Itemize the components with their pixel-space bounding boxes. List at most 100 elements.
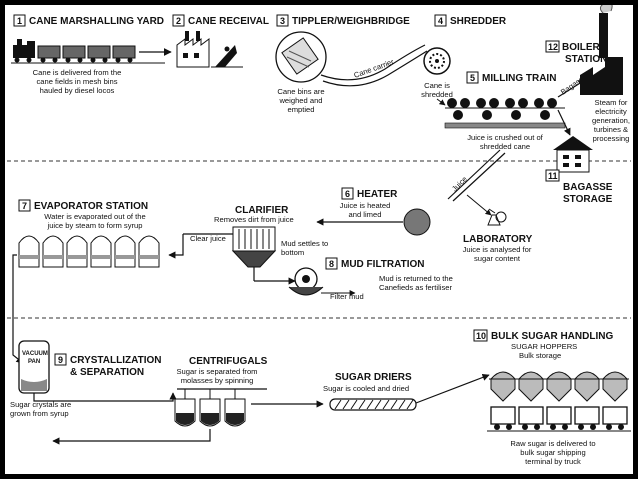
step-desc-line: Juice is heated	[340, 201, 391, 210]
step-shredder: 4 SHREDDER Cane is shredded	[421, 14, 507, 106]
cane-carrier-label: Cane carrier	[353, 57, 396, 80]
drier-drum-icon	[329, 398, 417, 411]
step-cane-receival: 2 CANE RECEIVAL	[172, 14, 269, 68]
cane-carrier-conveyor: Cane carrier	[320, 44, 428, 87]
step-desc-line: cane fields in mesh bins	[36, 77, 117, 86]
vacuum-pan-label: PAN	[28, 359, 40, 365]
step-number: 2	[176, 16, 181, 26]
step-desc-line: grown from syrup	[10, 409, 69, 418]
process-diagram: 1 CANE MARSHALLING YARD Cane is delivere…	[7, 5, 631, 466]
laboratory: LABORATORY Juice is analysed for sugar c…	[463, 208, 533, 263]
filter-drum-icon	[288, 267, 324, 296]
step-title: MILLING TRAIN	[482, 73, 556, 84]
juice-pipe: Juice	[447, 149, 506, 216]
molasses-arrow	[52, 429, 211, 445]
evaporator-vessels-icon	[18, 235, 160, 268]
trucks-icon	[487, 406, 631, 432]
step-title: MUD FILTRATION	[341, 259, 425, 270]
worker-icon	[211, 45, 243, 68]
step-desc-line: Cane bins are	[277, 87, 324, 96]
step-title: & SEPARATION	[70, 367, 144, 378]
step-desc-line: Juice is crushed out of	[467, 133, 543, 142]
shredder-drum-icon	[423, 47, 451, 75]
step-mud-filtration: 8 MUD FILTRATION Filter mud Mud is retur…	[288, 257, 453, 301]
step-title: BOILER	[562, 42, 601, 53]
dry-sugar-arrow	[415, 373, 490, 404]
mill-rollers-icon	[444, 98, 566, 129]
step-desc-line: terminal by truck	[525, 457, 581, 466]
step-milling-train: 5 MILLING TRAIN Juice is crushed out of …	[444, 71, 588, 151]
step-desc-line: shredded cane	[480, 142, 530, 151]
step-number: 11	[548, 171, 558, 181]
driers-title: SUGAR DRIERS	[335, 372, 412, 383]
step-title: SHREDDER	[450, 16, 507, 27]
step-desc-line: emptied	[287, 105, 314, 114]
vacuum-pan-icon	[18, 340, 50, 394]
centrifugals-desc-line: molasses by spinning	[181, 376, 254, 385]
step-evaporator-station: 7 EVAPORATOR STATION Water is evaporated…	[18, 199, 160, 268]
centrifugals: CENTRIFUGALS Sugar is separated from mol…	[52, 356, 268, 445]
step-desc-line: juice by steam to form syrup	[47, 221, 143, 230]
step-title: STORAGE	[563, 194, 613, 205]
step-title: CANE MARSHALLING YARD	[29, 16, 164, 27]
step-desc-line: Cane is	[424, 81, 450, 90]
step-title: EVAPORATOR STATION	[34, 201, 148, 212]
step-crystallization: VACUUM PAN 9 CRYSTALLIZATION & SEPARATIO…	[10, 340, 177, 418]
step-number: 9	[58, 355, 63, 365]
heater-vessel-icon	[403, 208, 431, 236]
lab-desc-line: sugar content	[474, 254, 521, 263]
step-number: 8	[329, 259, 334, 269]
clarifier-title: CLARIFIER	[235, 205, 289, 216]
bagasse-storage-arrow	[557, 109, 571, 136]
bulk-storage-label: Bulk storage	[519, 351, 561, 360]
step-desc-line: shredded	[421, 90, 453, 99]
step-desc-line: and limed	[349, 210, 382, 219]
lab-desc-line: Juice is analysed for	[463, 245, 532, 254]
storage-shed-icon	[553, 136, 593, 173]
step-number: 10	[476, 331, 486, 341]
step-desc-line: electricity	[595, 107, 627, 116]
sugar-driers: SUGAR DRIERS Sugar is cooled and dried	[323, 372, 490, 411]
mud-settles-line: bottom	[281, 248, 304, 257]
step-title: TIPPLER/WEIGHBRIDGE	[292, 16, 410, 27]
step-number: 4	[438, 16, 443, 26]
juice-label: Juice	[450, 175, 469, 194]
hoppers-label: SUGAR HOPPERS	[511, 342, 577, 351]
step-desc-line: hauled by diesel locos	[40, 86, 115, 95]
step-desc-line: Steam for	[595, 98, 628, 107]
step-title: BAGASSE	[563, 182, 613, 193]
step-desc-line: Raw sugar is delivered to	[510, 439, 595, 448]
filter-mud-label: Filter mud	[330, 292, 364, 301]
centrifugals-title: CENTRIFUGALS	[189, 356, 268, 367]
step-bulk-sugar-handling: 10 BULK SUGAR HANDLING SUGAR HOPPERS Bul…	[473, 329, 631, 466]
locomotive-icon	[13, 39, 35, 63]
step-number: 6	[345, 189, 350, 199]
diagram-page: 1 CANE MARSHALLING YARD Cane is delivere…	[5, 5, 633, 474]
boiler-chimney-icon	[580, 5, 623, 95]
mud-settles-line: Mud settles to	[281, 239, 328, 248]
clarifier-desc: Removes dirt from juice	[214, 215, 294, 224]
step-desc-line: Cane is delivered from the	[33, 68, 122, 77]
step-desc-line: turbines &	[594, 125, 628, 134]
clear-juice-label: Clear juice	[190, 234, 226, 243]
step-tippler-weighbridge: 3 TIPPLER/WEIGHBRIDGE Cane bins are weig…	[275, 14, 410, 114]
step-number: 5	[470, 73, 475, 83]
factory-icon	[176, 31, 210, 68]
step-desc-line: Mud is returned to the	[379, 274, 453, 283]
clarifier-tank-icon	[231, 226, 277, 281]
step-desc-line: weighed and	[278, 96, 322, 105]
cane-bin-wagons-icon	[37, 45, 136, 63]
step-number: 1	[17, 16, 22, 26]
step-bagasse-storage: 11 BAGASSE STORAGE	[545, 136, 613, 205]
step-heater: 6 HEATER Juice is heated and limed	[316, 187, 431, 236]
step-title: CANE RECEIVAL	[188, 16, 269, 27]
step-desc-line: generation,	[592, 116, 630, 125]
lab-title: LABORATORY	[463, 234, 533, 245]
step-desc-line: Canefieds as fertiliser	[379, 283, 452, 292]
centrifugals-desc-line: Sugar is separated from	[176, 367, 257, 376]
centrifugal-baskets-icon	[174, 388, 267, 427]
lab-flask-icon	[487, 208, 507, 226]
step-boiler-station: 12 BOILER STATION Steam for electricity …	[545, 5, 630, 143]
step-cane-marshalling-yard: 1 CANE MARSHALLING YARD Cane is delivere…	[11, 14, 172, 95]
